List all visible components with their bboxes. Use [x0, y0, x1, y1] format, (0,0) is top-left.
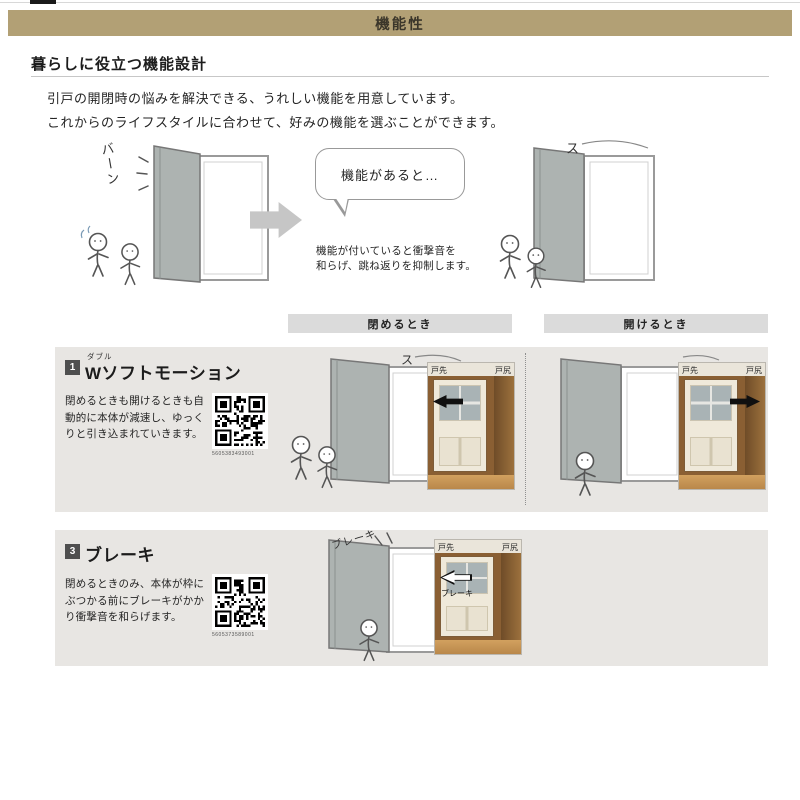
soft-motion-open-illustration: [560, 354, 720, 496]
intro-line-1: 引戸の開閉時の悩みを解決できる、うれしい機能を用意しています。: [47, 91, 464, 106]
label-bar-opening: 開けるとき: [544, 314, 768, 333]
brake-arrow-icon: [440, 570, 472, 585]
corner-mark: [30, 0, 56, 4]
sfx-soft-text: ス: [401, 353, 413, 367]
speech-bubble-text: 機能があると…: [340, 167, 439, 183]
feature-card-soft-motion: 1 ダブル Wソフトモーション 閉めるときも開けるときも自動的に本体が減速し、ゆ…: [55, 347, 768, 512]
hero-caption-line-1: 機能が付いていると衝撃音を: [316, 245, 457, 257]
card-divider: [525, 353, 526, 505]
door-edge-label-front: 戸先: [431, 366, 447, 375]
door-edge-label-front: 戸先: [682, 366, 698, 375]
door-photo-brake: 戸先 戸尻 ブレーキ: [435, 540, 521, 654]
page-title: 機能性: [375, 16, 425, 33]
feature-number-badge: 1: [65, 360, 80, 375]
feature-description: 閉めるときのみ、本体が枠にぶつかる前にブレーキがかかり衝撃音を和らげます。: [65, 578, 205, 624]
hero-caption-line-2: 和らげ、跳ね返りを抑制します。: [316, 260, 477, 272]
door-edge-label-rear: 戸尻: [502, 543, 518, 552]
qr-serial: 5605383493001: [212, 451, 255, 457]
feature-card-brake: 3 ブレーキ 閉めるときのみ、本体が枠にぶつかる前にブレーキがかかり衝撃音を和ら…: [55, 528, 768, 666]
feature-title: ブレーキ: [85, 546, 155, 565]
feature-ruby: ダブル: [87, 352, 113, 361]
qr-code: [212, 393, 268, 449]
label-bar-closing: 閉めるとき: [288, 314, 512, 333]
sfx-quiet-text: ス: [566, 141, 579, 156]
hero-quiet-illustration: ス: [499, 140, 655, 289]
heading-divider: [31, 76, 769, 77]
feature-title: Wソフトモーション: [85, 364, 242, 383]
door-edge-label-rear: 戸尻: [495, 366, 511, 375]
section-heading: 暮らしに役立つ機能設計: [31, 56, 208, 73]
qr-code: [212, 574, 268, 630]
door-photo-closing: 戸先 戸尻: [428, 363, 514, 489]
brake-arrow-label: ブレーキ: [441, 589, 473, 598]
speech-bubble: 機能があると…: [315, 148, 465, 200]
page-header: 機能性: [8, 10, 792, 36]
qr-serial: 5605373589001: [212, 632, 255, 638]
door-edge-label-front: 戸先: [438, 543, 454, 552]
feature-description: 閉めるときも開けるときも自動的に本体が減速し、ゆっくりと引き込まれていきます。: [65, 395, 205, 441]
door-edge-label-rear: 戸尻: [746, 366, 762, 375]
top-rule: [0, 2, 800, 3]
intro-line-2: これからのライフスタイルに合わせて、好みの機能を選ぶことができます。: [47, 115, 505, 130]
door-photo-opening: 戸先 戸尻: [679, 363, 765, 489]
feature-number-badge: 3: [65, 544, 80, 559]
